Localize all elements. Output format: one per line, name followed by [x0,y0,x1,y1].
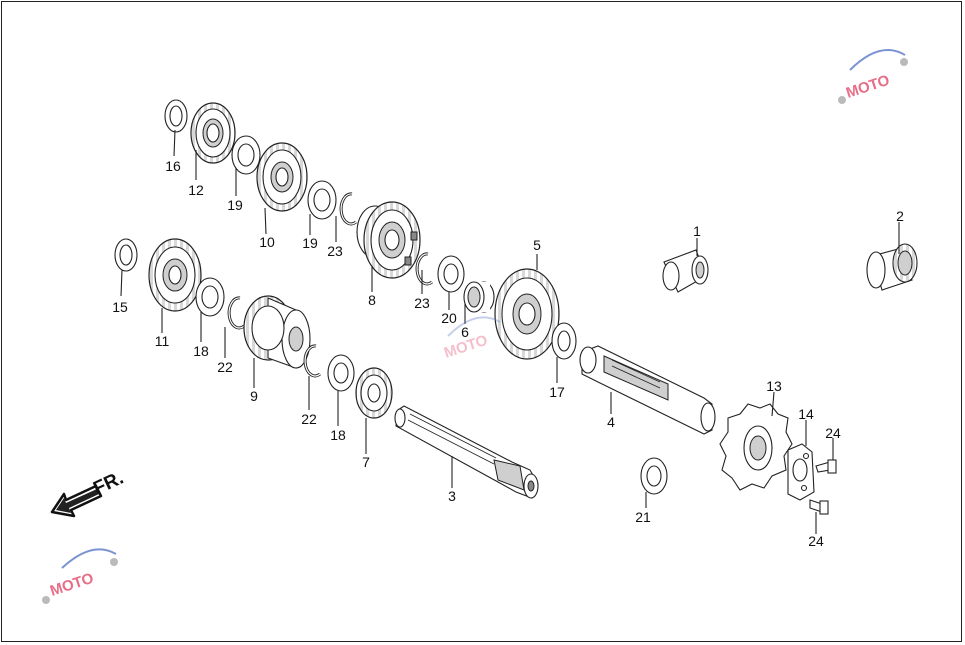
callout-24-b: 24 [808,533,824,549]
part-22-circlip-a [227,296,245,330]
callout-24-a: 24 [825,425,841,441]
part-20-splined-washer [437,255,465,293]
watermark-logo-bottom: MOTO [42,548,118,604]
callout-8: 8 [368,292,376,308]
part-1-bushing [662,249,709,293]
callout-17: 17 [549,384,565,400]
part-12-gear [190,102,236,164]
part-24-bolt-a [815,459,837,474]
callout-9: 9 [250,388,258,404]
front-direction-arrow-icon [50,484,103,518]
callout-7: 7 [362,454,370,470]
part-7-gear [355,367,393,419]
part-3-mainshaft [394,405,539,499]
part-5-gear [494,268,560,360]
watermark-text-bottom: MOTO [48,570,96,600]
callout-3: 3 [448,488,456,504]
callout-21: 21 [635,509,651,525]
callout-22-a: 22 [217,359,233,375]
callout-4: 4 [607,414,615,430]
part-18-splined-washer-b [327,354,355,392]
callout-10: 10 [259,234,275,250]
part-19-splined-washer-b [307,180,337,220]
part-6-bushing [463,281,495,313]
part-19-splined-washer-a [231,135,261,175]
part-21-washer [640,457,668,495]
part-13-sprocket [719,403,793,491]
callout-20: 20 [441,310,457,326]
callout-1: 1 [693,223,701,239]
callout-12: 12 [188,182,204,198]
callout-19-b: 19 [302,235,318,251]
watermark-text-top: MOTO [844,72,892,102]
callout-19-a: 19 [227,197,243,213]
callout-22-b: 22 [301,411,317,427]
callout-14: 14 [798,406,814,422]
part-15-washer [114,238,138,272]
callout-13: 13 [766,378,782,394]
part-2-needle-bearing [866,243,918,291]
callout-23-b: 23 [414,295,430,311]
callout-11: 11 [155,333,170,349]
callout-15: 15 [112,299,128,315]
callout-18-b: 18 [330,427,346,443]
part-9-gear [243,295,311,369]
watermark-logo-top: MOTO [838,49,908,104]
callout-16: 16 [165,158,181,174]
callout-5: 5 [533,237,541,253]
callout-2: 2 [896,208,904,224]
part-4-countershaft [579,345,716,435]
part-18-splined-washer-a [195,277,225,317]
callout-18-a: 18 [193,343,209,359]
callout-6: 6 [461,324,469,340]
part-17-washer [551,322,577,360]
part-22-circlip-b [303,344,321,378]
part-16-washer [164,99,188,133]
callout-23-a: 23 [327,243,343,259]
part-10-gear [256,142,308,212]
part-14-lock-plate [787,443,815,501]
part-24-bolt-b [809,499,829,515]
part-11-gear [148,238,202,312]
part-23-circlip-b [415,252,433,286]
part-8-gear [356,201,421,279]
leader-lines [120,129,900,534]
part-23-circlip-a [339,192,357,226]
